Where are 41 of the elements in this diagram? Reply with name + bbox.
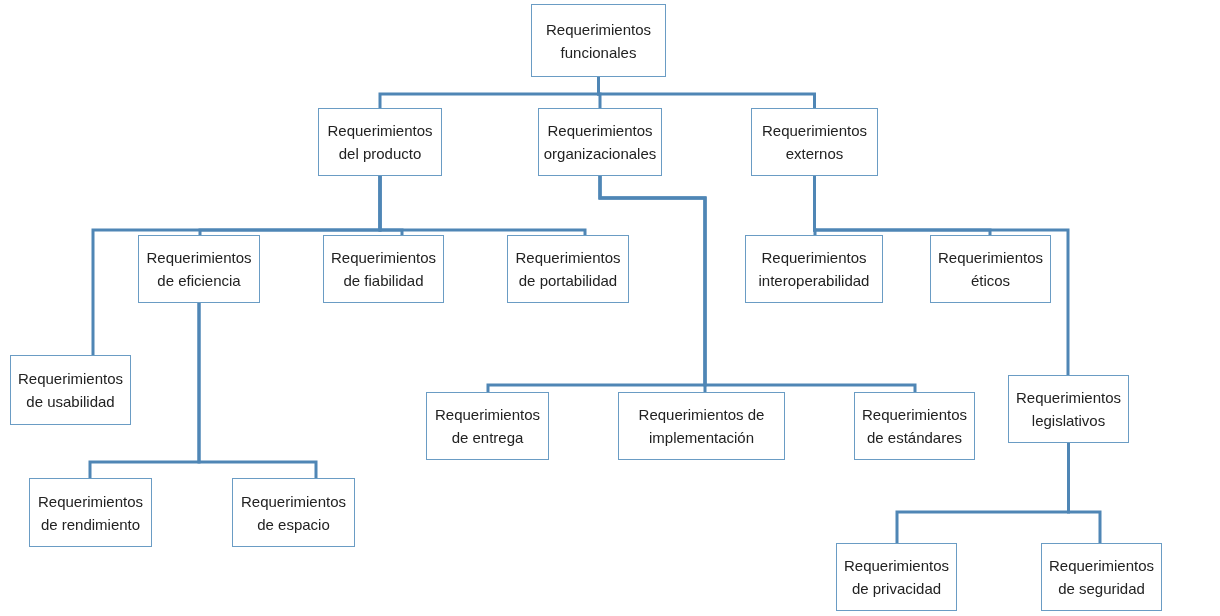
process-box xyxy=(745,235,883,303)
process-box xyxy=(318,108,442,176)
node-label: Requerimientos organizacionales xyxy=(543,121,657,164)
process-box xyxy=(538,108,662,176)
process-box xyxy=(618,392,785,460)
connector-line xyxy=(1067,443,1102,543)
node-label: Requerimientos de implementación xyxy=(637,405,766,448)
process-box xyxy=(836,543,957,611)
node-label: Requerimientos éticos xyxy=(937,248,1044,291)
process-box xyxy=(751,108,878,176)
connector-line xyxy=(598,176,917,392)
node-label: Requerimientos de espacio xyxy=(240,491,347,535)
node-label: Requerimientos de fiabilidad xyxy=(330,248,437,291)
process-box xyxy=(29,478,152,547)
process-box xyxy=(507,235,629,303)
connector-line xyxy=(813,176,1070,375)
process-box xyxy=(426,392,549,460)
process-box xyxy=(138,235,260,303)
process-box xyxy=(10,355,131,425)
node-label: Requerimientos del producto xyxy=(327,121,433,164)
node-label: Requerimientos de entrega xyxy=(434,405,541,448)
node-label: Requerimientos de usabilidad xyxy=(17,369,124,412)
node-label: Requerimientos de estándares xyxy=(861,405,968,448)
process-box xyxy=(323,235,444,303)
node-label: Requerimientos de privacidad xyxy=(843,556,950,599)
node-label: Requerimientos de rendimiento xyxy=(37,491,144,535)
node-label: Requerimientos de eficiencia xyxy=(146,248,252,291)
node-label: Requerimientos interoperabilidad xyxy=(757,248,871,291)
process-box xyxy=(854,392,975,460)
process-box xyxy=(1041,543,1162,611)
node-label: Requerimientos de portabilidad xyxy=(515,248,621,291)
process-box xyxy=(232,478,355,547)
process-box xyxy=(1008,375,1129,443)
process-box xyxy=(531,4,666,77)
node-label: Requerimientos funcionales xyxy=(544,19,653,63)
node-label: Requerimientos legislativos xyxy=(1015,388,1122,431)
connector-line xyxy=(378,176,587,235)
process-box xyxy=(930,235,1051,303)
node-label: Requerimientos externos xyxy=(760,121,869,164)
node-label: Requerimientos de seguridad xyxy=(1048,556,1155,599)
connector-line xyxy=(197,303,318,478)
